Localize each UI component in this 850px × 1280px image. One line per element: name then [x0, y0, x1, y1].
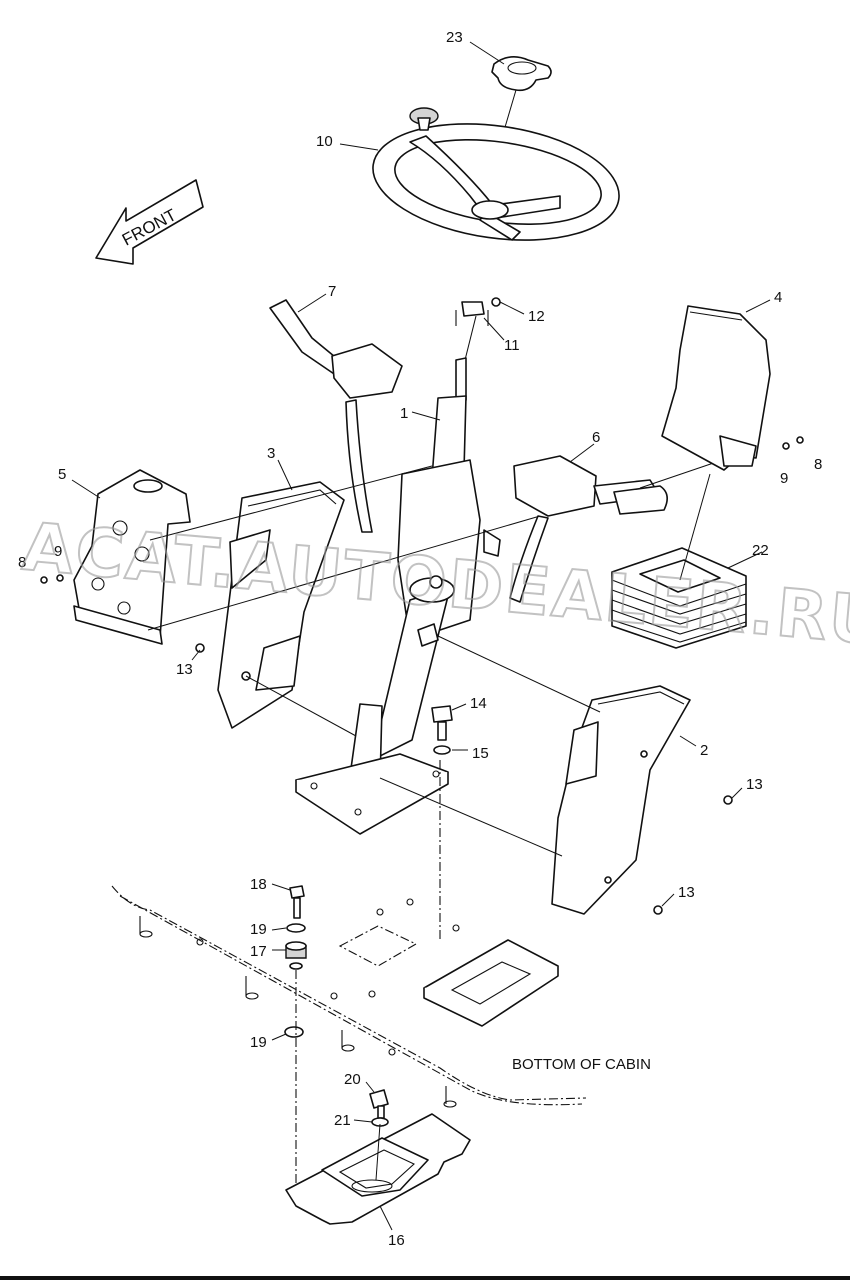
callout-18: 18	[250, 876, 267, 893]
callout-19-lower: 19	[250, 1034, 267, 1051]
part-5-side-panel	[73, 469, 191, 645]
callout-22: 22	[752, 542, 769, 559]
callout-leaders	[71, 41, 771, 1231]
callout-13-left: 13	[176, 661, 193, 678]
callout-23: 23	[446, 29, 463, 46]
callout-10: 10	[316, 133, 333, 150]
front-arrow: FRONT	[95, 179, 204, 265]
callout-5: 5	[58, 466, 66, 483]
part-12-bolt	[491, 297, 501, 307]
callout-14: 14	[470, 695, 487, 712]
callout-3: 3	[267, 445, 275, 462]
part-23-knob-cap	[491, 56, 552, 92]
part-11-bracket	[455, 301, 489, 326]
callout-11: 11	[504, 337, 520, 354]
callout-16: 16	[388, 1232, 405, 1249]
callout-21: 21	[334, 1112, 351, 1129]
part-2-right-cover	[551, 685, 691, 915]
part-13-screw	[195, 643, 733, 915]
part-7-lever	[269, 299, 403, 533]
callout-19-upper: 19	[250, 921, 267, 938]
cabin-floor	[111, 885, 587, 1108]
callout-12: 12	[528, 308, 545, 325]
part-20-bolt	[369, 1089, 389, 1119]
callout-15: 15	[472, 745, 489, 762]
callout-4: 4	[774, 289, 782, 306]
part-22-boot	[611, 547, 747, 649]
part-6-lever	[509, 455, 668, 603]
part-10-steering-wheel	[372, 107, 620, 241]
callout-9-left: 9	[54, 543, 62, 560]
bottom-of-cabin-caption: BOTTOM OF CABIN	[512, 1056, 651, 1073]
callout-20: 20	[344, 1071, 361, 1088]
callout-2: 2	[700, 742, 708, 759]
callout-17: 17	[250, 943, 267, 960]
callout-9-right: 9	[780, 470, 788, 487]
callout-1: 1	[400, 405, 408, 422]
callout-8-left: 8	[18, 554, 26, 571]
part-15-washer	[433, 745, 451, 755]
part-19-washer	[284, 923, 306, 1038]
part-16-floor-plate	[285, 1113, 471, 1225]
part-14-bolt	[431, 705, 453, 741]
callout-7: 7	[328, 283, 336, 300]
column-base-plate	[295, 753, 449, 835]
part-4-upper-cover	[661, 305, 771, 471]
callout-labels: 23 10 7 12 11 4 1 3 6 5 9 8 9 8 22 13 14…	[18, 29, 822, 1249]
bottom-border	[0, 1276, 850, 1280]
callout-8-right: 8	[814, 456, 822, 473]
part-1-column	[347, 357, 501, 791]
callout-13-bottom: 13	[678, 884, 695, 901]
callout-13-right: 13	[746, 776, 763, 793]
callout-6: 6	[592, 429, 600, 446]
part-18-bolt	[289, 885, 305, 919]
part-17-grommet	[285, 941, 307, 970]
part-3-left-cover	[217, 481, 345, 729]
